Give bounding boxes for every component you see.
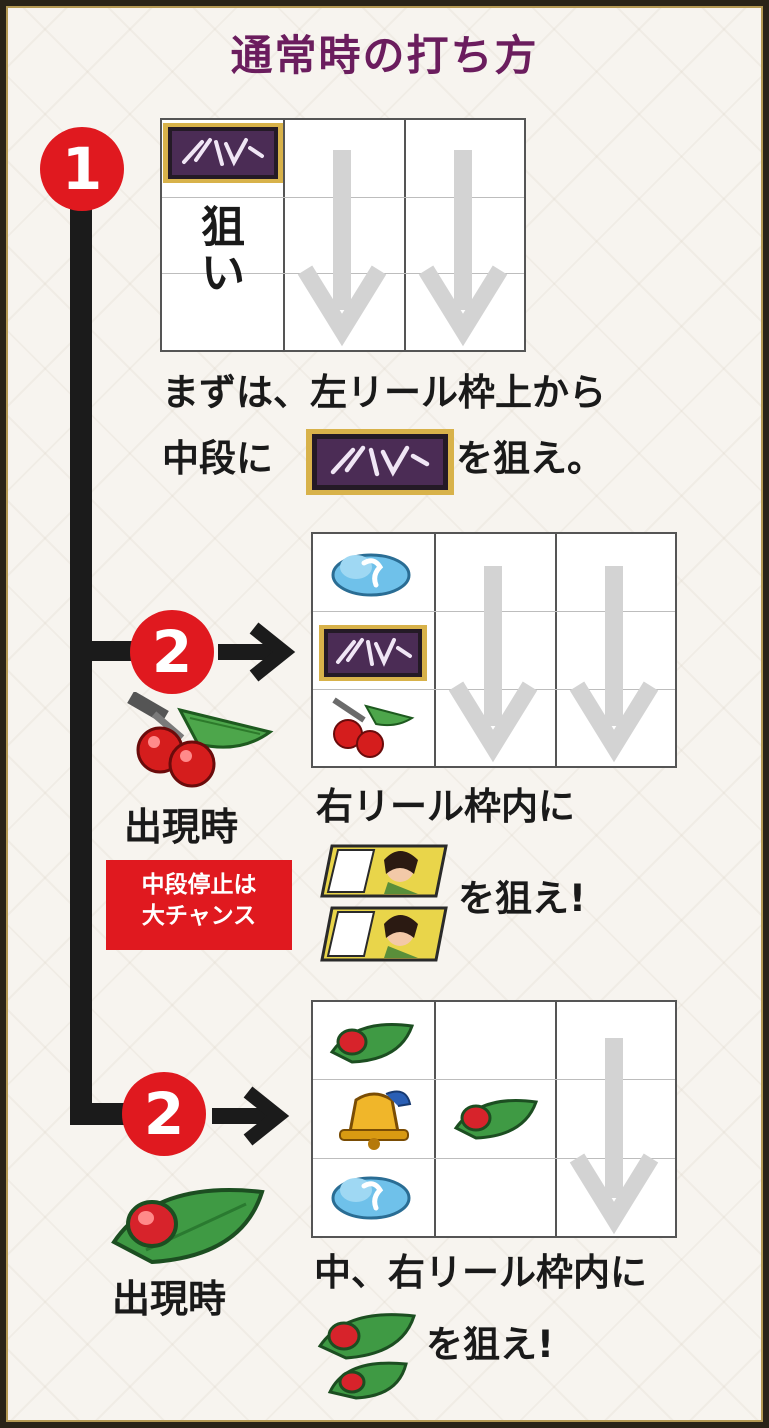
- step2b-instruction-line2: を狙え!: [426, 1323, 554, 1366]
- shinobi-cloud-icon: [331, 553, 411, 597]
- step2b-appear-label: 出現時: [112, 1277, 227, 1321]
- watermelon-symbol-icon: [111, 1188, 265, 1265]
- cherry-symbol-icon: [127, 692, 274, 788]
- down-arrow-icon: [297, 150, 387, 347]
- badge-line1: 中段停止は: [141, 872, 257, 898]
- shinobi-cloud-icon: [331, 1176, 411, 1220]
- right-arrow-icon: [212, 1086, 290, 1146]
- step-2a-circle: 2: [130, 610, 214, 694]
- kagura-symbol-icon: [306, 429, 454, 495]
- down-arrow-icon: [448, 566, 538, 763]
- step2a-instruction-line1: 右リール枠内に: [316, 785, 575, 828]
- watermelon-symbol-icon: [453, 1098, 539, 1140]
- cherry-symbol-icon: [332, 697, 415, 758]
- down-arrow-icon: [569, 1038, 659, 1235]
- aim-label: 狙い: [201, 202, 245, 300]
- big-chance-badge: 中段停止は 大チャンス: [106, 860, 292, 950]
- step2a-instruction-line2: を狙え!: [458, 877, 586, 920]
- step-2b-circle: 2: [122, 1072, 206, 1156]
- step1-instruction-line2-post: を狙え。: [456, 437, 604, 480]
- kagura-symbol-icon: [163, 123, 283, 183]
- step2a-appear-label: 出現時: [124, 805, 239, 849]
- right-arrow-icon: [218, 622, 296, 682]
- down-arrow-icon: [569, 566, 659, 763]
- badge-line2: 大チャンス: [141, 903, 257, 930]
- flow-line-vertical: [70, 205, 92, 1125]
- bell-symbol-icon: [339, 1090, 412, 1150]
- step1-instruction-line1: まずは、左リール枠上から: [162, 371, 606, 414]
- character-symbol-icon: [320, 844, 448, 962]
- watermelon-symbol-icon: [317, 1313, 416, 1400]
- kagura-symbol-icon: [319, 625, 427, 681]
- watermelon-symbol-icon: [329, 1022, 415, 1064]
- down-arrow-icon: [418, 150, 508, 347]
- step2b-instruction-line1: 中、右リール枠内に: [314, 1251, 647, 1294]
- page-title: 通常時の打ち方: [230, 31, 539, 80]
- step1-instruction-line2-pre: 中段に: [162, 437, 273, 480]
- flow-line-branch-2a: [70, 641, 140, 661]
- step-1-circle: 1: [40, 127, 124, 211]
